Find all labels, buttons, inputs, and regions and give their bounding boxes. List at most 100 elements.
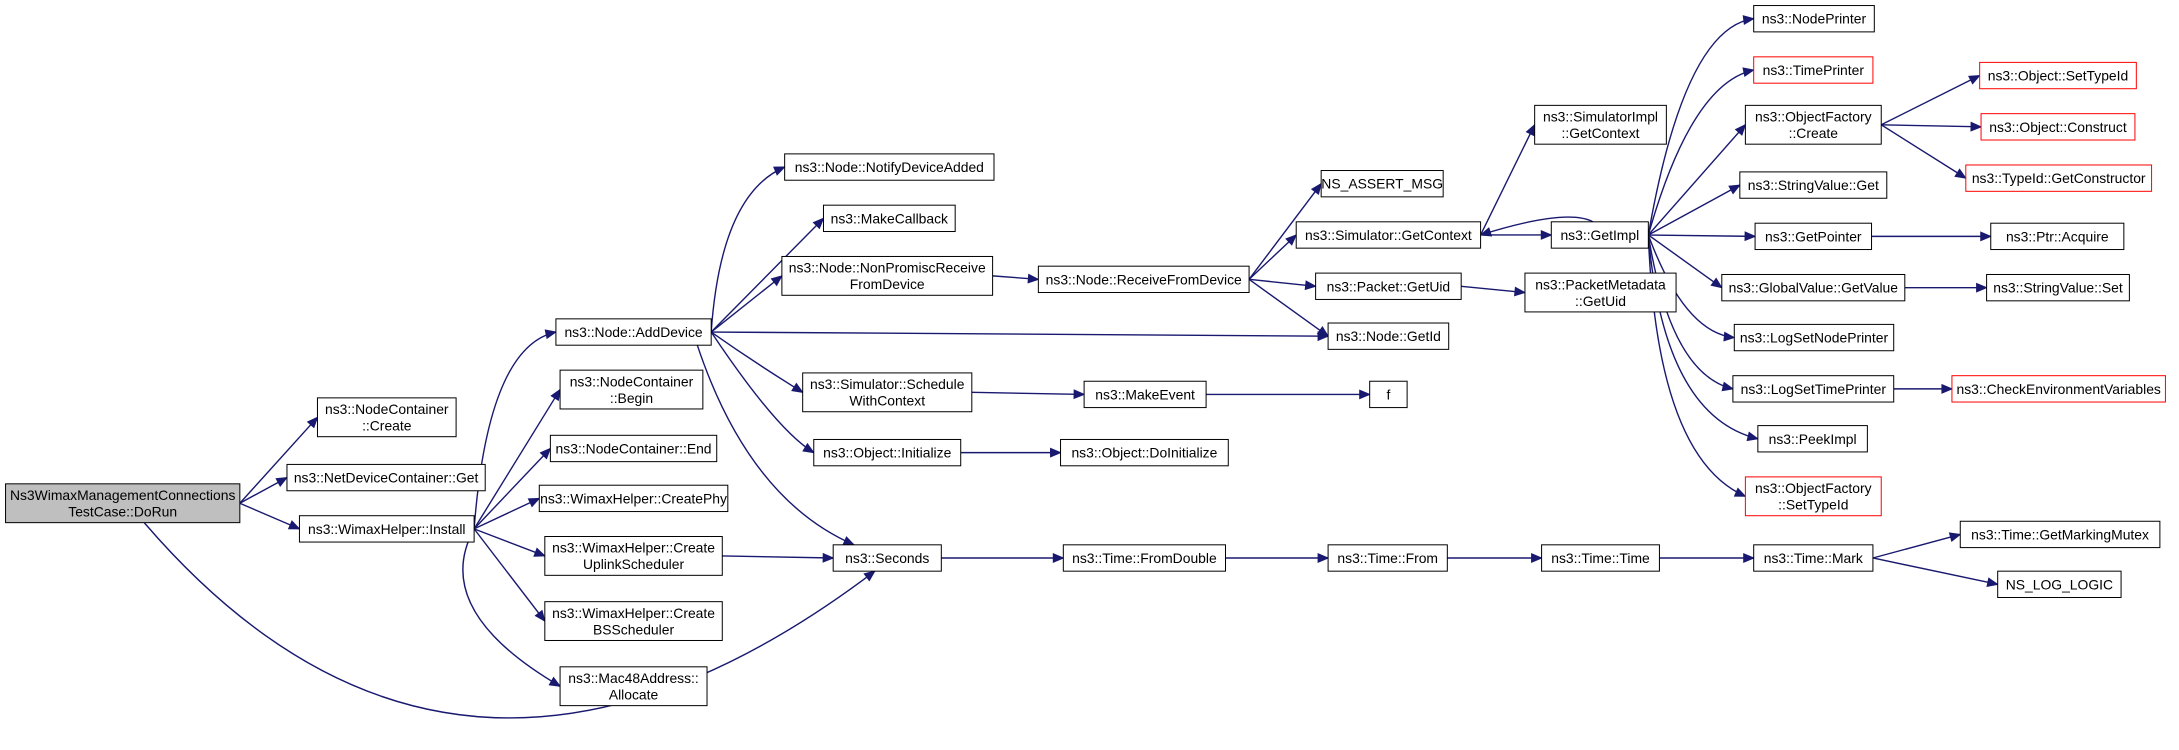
node-seconds[interactable]: ns3::Seconds bbox=[832, 544, 942, 572]
node-box[interactable] bbox=[1753, 56, 1874, 84]
node-box[interactable] bbox=[1721, 273, 1906, 302]
node-node_adddevice[interactable]: ns3::Node::AddDevice bbox=[555, 318, 712, 346]
node-obj_initialize[interactable]: ns3::Object::Initialize bbox=[813, 438, 962, 467]
node-box[interactable] bbox=[559, 369, 704, 410]
node-ndc_get[interactable]: ns3::NetDeviceContainer::Get bbox=[286, 463, 486, 492]
node-getpointer[interactable]: ns3::GetPointer bbox=[1754, 222, 1873, 251]
node-root[interactable]: Ns3WimaxManagementConnectionsTestCase::D… bbox=[5, 483, 241, 524]
node-box[interactable] bbox=[1732, 375, 1895, 403]
node-box[interactable] bbox=[1753, 544, 1874, 572]
node-box[interactable] bbox=[784, 153, 995, 181]
node-ns_log_logic[interactable]: NS_LOG_LOGIC bbox=[1997, 570, 2122, 599]
node-sv_get[interactable]: ns3::StringValue::Get bbox=[1739, 171, 1888, 199]
node-of_create[interactable]: ns3::ObjectFactory::Create bbox=[1744, 104, 1882, 145]
node-sim_getcontext[interactable]: ns3::Simulator::GetContext bbox=[1295, 221, 1482, 249]
node-logsettimeprinter[interactable]: ns3::LogSetTimePrinter bbox=[1732, 375, 1895, 403]
node-box[interactable] bbox=[1986, 273, 2130, 302]
node-mac_alloc[interactable]: ns3::Mac48Address::Allocate bbox=[559, 666, 708, 707]
node-ptr_acquire[interactable]: ns3::Ptr::Acquire bbox=[1990, 222, 2125, 251]
node-sv_set[interactable]: ns3::StringValue::Set bbox=[1986, 273, 2130, 302]
node-box[interactable] bbox=[813, 438, 962, 467]
node-box[interactable] bbox=[555, 318, 712, 346]
node-obj_construct[interactable]: ns3::Object::Construct bbox=[1980, 113, 2136, 141]
node-box[interactable] bbox=[1524, 272, 1677, 313]
node-getimpl[interactable]: ns3::GetImpl bbox=[1550, 221, 1649, 249]
node-box[interactable] bbox=[1327, 322, 1450, 350]
node-time_from[interactable]: ns3::Time::From bbox=[1327, 544, 1448, 572]
node-makecallback[interactable]: ns3::MakeCallback bbox=[822, 204, 956, 233]
node-box[interactable] bbox=[544, 536, 723, 576]
node-obj_settypeid[interactable]: ns3::Object::SetTypeId bbox=[1979, 61, 2137, 90]
node-time_mark[interactable]: ns3::Time::Mark bbox=[1753, 544, 1874, 572]
node-box[interactable] bbox=[1295, 221, 1482, 249]
node-node_notify[interactable]: ns3::Node::NotifyDeviceAdded bbox=[784, 153, 995, 181]
node-box[interactable] bbox=[1037, 265, 1250, 294]
node-box[interactable] bbox=[544, 601, 723, 641]
node-box[interactable] bbox=[1757, 425, 1868, 453]
node-box[interactable] bbox=[1062, 544, 1227, 572]
node-box[interactable] bbox=[286, 463, 486, 492]
node-box[interactable] bbox=[1997, 570, 2122, 599]
node-node_getid[interactable]: ns3::Node::GetId bbox=[1327, 322, 1450, 350]
node-box[interactable] bbox=[1550, 221, 1649, 249]
node-simimpl_getcontext[interactable]: ns3::SimulatorImpl::GetContext bbox=[1534, 104, 1667, 145]
node-timeprinter[interactable]: ns3::TimePrinter bbox=[1753, 56, 1874, 84]
node-logsetnodeprinter[interactable]: ns3::LogSetNodePrinter bbox=[1733, 323, 1895, 352]
node-box[interactable] bbox=[1083, 380, 1207, 409]
node-pm_getuid[interactable]: ns3::PacketMetadata::GetUid bbox=[1524, 272, 1677, 313]
node-f[interactable]: f bbox=[1369, 380, 1408, 409]
node-box[interactable] bbox=[1541, 544, 1660, 572]
node-box[interactable] bbox=[1951, 375, 2166, 403]
node-of_settypeid[interactable]: ns3::ObjectFactory::SetTypeId bbox=[1744, 476, 1882, 517]
node-node_receive[interactable]: ns3::Node::ReceiveFromDevice bbox=[1037, 265, 1250, 294]
node-time_fromdouble[interactable]: ns3::Time::FromDouble bbox=[1062, 544, 1227, 572]
node-box[interactable] bbox=[1754, 222, 1873, 251]
node-box[interactable] bbox=[559, 666, 708, 707]
node-wh_createphy[interactable]: ns3::WimaxHelper::CreatePhy bbox=[538, 484, 729, 513]
node-box[interactable] bbox=[549, 434, 718, 463]
node-box[interactable] bbox=[1327, 544, 1448, 572]
node-box[interactable] bbox=[1315, 272, 1462, 300]
node-box[interactable] bbox=[1744, 476, 1882, 517]
node-gv_getvalue[interactable]: ns3::GlobalValue::GetValue bbox=[1721, 273, 1906, 302]
node-box[interactable] bbox=[781, 255, 994, 296]
node-peekimpl[interactable]: ns3::PeekImpl bbox=[1757, 425, 1868, 453]
node-box[interactable] bbox=[5, 483, 241, 524]
node-obj_doinit[interactable]: ns3::Object::DoInitialize bbox=[1060, 438, 1229, 467]
node-time_time[interactable]: ns3::Time::Time bbox=[1541, 544, 1660, 572]
node-nc_begin[interactable]: ns3::NodeContainer::Begin bbox=[559, 369, 704, 410]
node-wh_install[interactable]: ns3::WimaxHelper::Install bbox=[298, 515, 475, 543]
node-box[interactable] bbox=[316, 397, 457, 438]
node-makeevent[interactable]: ns3::MakeEvent bbox=[1083, 380, 1207, 409]
node-box[interactable] bbox=[538, 484, 729, 513]
node-typeid_getctor[interactable]: ns3::TypeId::GetConstructor bbox=[1965, 164, 2153, 192]
node-box[interactable] bbox=[1534, 104, 1667, 145]
node-nc_end[interactable]: ns3::NodeContainer::End bbox=[549, 434, 718, 463]
node-box[interactable] bbox=[1739, 171, 1888, 199]
node-box[interactable] bbox=[1733, 323, 1895, 352]
node-box[interactable] bbox=[822, 204, 956, 233]
node-box[interactable] bbox=[1990, 222, 2125, 251]
node-getmarkingmutex[interactable]: ns3::Time::GetMarkingMutex bbox=[1959, 520, 2161, 549]
node-nodeprinter[interactable]: ns3::NodePrinter bbox=[1753, 5, 1875, 33]
node-box[interactable] bbox=[832, 544, 942, 572]
node-box[interactable] bbox=[1965, 164, 2153, 192]
node-box[interactable] bbox=[1369, 380, 1408, 409]
node-box[interactable] bbox=[1060, 438, 1229, 467]
node-box[interactable] bbox=[1753, 5, 1875, 33]
node-checkenv[interactable]: ns3::CheckEnvironmentVariables bbox=[1951, 375, 2166, 403]
node-box[interactable] bbox=[1744, 104, 1882, 145]
node-box[interactable] bbox=[1980, 113, 2136, 141]
node-packet_getuid[interactable]: ns3::Packet::GetUid bbox=[1315, 272, 1462, 300]
node-box[interactable] bbox=[1959, 520, 2161, 549]
node-ns_assert[interactable]: NS_ASSERT_MSG bbox=[1320, 170, 1444, 198]
node-box[interactable] bbox=[1979, 61, 2137, 90]
node-nc_create[interactable]: ns3::NodeContainer::Create bbox=[316, 397, 457, 438]
node-box[interactable] bbox=[1320, 170, 1444, 198]
node-box[interactable] bbox=[802, 372, 973, 413]
node-box[interactable] bbox=[298, 515, 475, 543]
